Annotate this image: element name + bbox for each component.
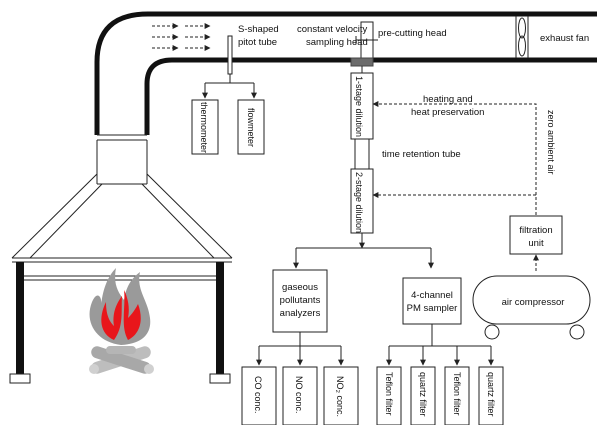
- filtration-unit-box: filtration unit: [509, 215, 563, 255]
- flowmeter-box: flowmeter: [237, 99, 265, 155]
- dilution-stage-2-label: 2-stage dilution: [354, 172, 364, 233]
- collection-hood: [9, 134, 233, 384]
- pitot-tube-label-line2: pitot tube: [238, 37, 277, 48]
- no-conc-label: NO conc.: [294, 376, 304, 414]
- quartz-filter-2-box: [478, 366, 504, 425]
- flowmeter-label: flowmeter: [246, 108, 256, 147]
- sampling-head: constant velocity sampling head pre-cutt…: [297, 21, 447, 67]
- co-conc-box: [241, 366, 277, 425]
- air-compressor: air compressor: [472, 275, 591, 340]
- no2-conc-box: [323, 366, 359, 425]
- heating-label-line2: heat preservation: [411, 107, 484, 118]
- dilution-stage-1-label: 1-stage dilution: [354, 76, 364, 137]
- duct-flow-arrows: [152, 23, 211, 51]
- no2-conc-label: NO₂ conc.: [335, 376, 345, 417]
- pm-sampler-box: 4-channel PM sampler: [402, 277, 462, 325]
- exhaust-fan-label: exhaust fan: [540, 33, 589, 44]
- thermometer-box: thermometer: [191, 99, 219, 155]
- pre-cutting-head-label: pre-cutting head: [378, 28, 447, 39]
- quartz-filter-1-label: quartz filter: [418, 372, 428, 417]
- filtration-unit-label-line1: filtration: [519, 225, 552, 236]
- flame-inner-left: [101, 296, 122, 340]
- teflon-filter-1-label: Teflon filter: [384, 372, 394, 416]
- sampling-head-label-line1: constant velocity: [297, 24, 367, 35]
- sampling-head-label-line2: sampling head: [306, 37, 368, 48]
- heating-label-line1: heating and: [423, 94, 473, 105]
- flame-inner-right: [123, 290, 141, 340]
- gaseous-analyzers-box: gaseous pollutants analyzers: [272, 269, 328, 333]
- retention-tube: [354, 138, 370, 170]
- exhaust-duct: exhaust fan: [94, 11, 597, 135]
- teflon-filter-2-box: [444, 366, 470, 425]
- pitot-tube-label-line1: S-shaped: [238, 24, 279, 35]
- exhaust-fan-icon: [515, 16, 529, 58]
- firewood-logs: [89, 346, 154, 374]
- gaseous-analyzers-label-line3: analyzers: [280, 308, 321, 319]
- thermometer-label: thermometer: [199, 102, 209, 153]
- pm-sampler-label-line1: 4-channel: [411, 290, 453, 301]
- zero-air-supply: heating and heat preservation zero ambie…: [372, 94, 556, 271]
- fire-icon: [89, 268, 154, 374]
- air-compressor-label: air compressor: [502, 297, 565, 308]
- dilution-train: 1-stage dilution time retention tube 2-s…: [293, 66, 461, 269]
- quartz-filter-1-box: [410, 366, 436, 425]
- quartz-filter-2-label: quartz filter: [486, 372, 496, 417]
- pitot-tube: S-shaped pitot tube: [202, 24, 279, 99]
- gaseous-outputs: CO conc. NO conc. NO₂ conc.: [241, 332, 359, 425]
- teflon-filter-1-box: [376, 366, 402, 425]
- filtration-unit-label-line2: unit: [528, 238, 544, 249]
- pm-sampler-label-line2: PM sampler: [407, 303, 458, 314]
- teflon-filter-2-label: Teflon filter: [452, 372, 462, 416]
- gaseous-analyzers-label-line2: pollutants: [280, 295, 321, 306]
- pm-outputs: Teflon filter quartz filter Teflon filte…: [376, 324, 504, 425]
- co-conc-label: CO conc.: [253, 376, 263, 414]
- gaseous-analyzers-label-line1: gaseous: [282, 282, 318, 293]
- retention-tube-label: time retention tube: [382, 149, 461, 160]
- sampling-flange: [350, 57, 374, 67]
- zero-air-label: zero ambient air: [546, 110, 556, 175]
- no-conc-box: [282, 366, 318, 425]
